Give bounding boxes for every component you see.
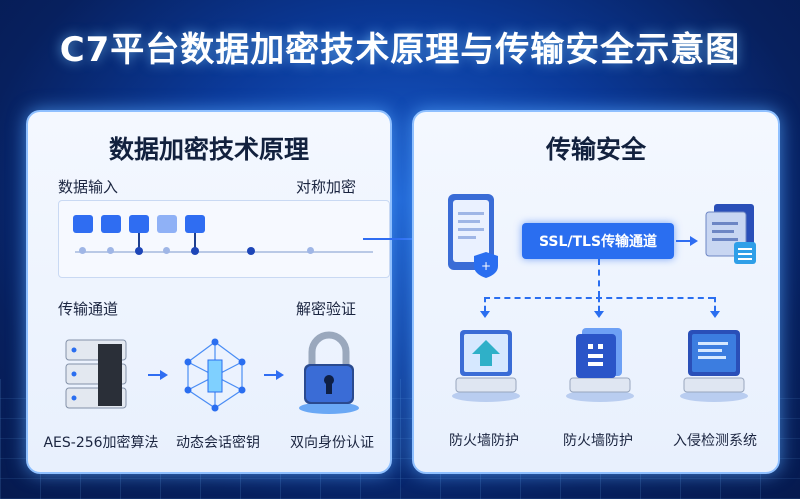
timeline-dot (79, 247, 86, 254)
transport-panel-title: 传输安全 (545, 135, 646, 164)
arrow-down (480, 311, 490, 318)
connector-line (194, 233, 196, 251)
encryption-panel-title: 数据加密技术原理 (108, 135, 309, 164)
arrow-down (710, 311, 720, 318)
caption-auth: 双向身份认证 (290, 435, 374, 451)
page-title: C7平台数据加密技术原理与传输安全示意图 (59, 30, 741, 70)
data-storage-icon (705, 204, 756, 264)
timeline-dot (307, 247, 314, 254)
firewall-server-icon (566, 328, 634, 402)
timeline-dot (191, 247, 199, 255)
channel-label: 传输通道 (58, 300, 119, 318)
data-block (129, 215, 149, 233)
server-icon (65, 339, 127, 409)
caption-intrusion-detection: 入侵检测系统 (673, 433, 757, 449)
caption-firewall-2: 防火墙防护 (563, 433, 633, 449)
document-device-icon: + (448, 194, 498, 278)
dashed-connector (484, 297, 486, 311)
svg-text:+: + (481, 259, 491, 273)
ssl-tls-channel: SSL/TLS传输通道 (522, 223, 674, 259)
session-key-network-icon (184, 338, 246, 412)
caption-firewall-1: 防火墙防护 (449, 433, 519, 449)
transport-panel: 传输安全 + SSL/TLS传输通道 (412, 110, 780, 474)
arrow-right (676, 236, 698, 246)
timeline-dot (107, 247, 114, 254)
dashed-connector (598, 297, 600, 311)
data-block (73, 215, 93, 233)
caption-aes: AES-256加密算法 (43, 435, 159, 451)
timeline-dot (135, 247, 143, 255)
timeline-line (75, 251, 373, 253)
connector-line (138, 233, 140, 251)
arrow-down (594, 311, 604, 318)
data-stream-box (58, 200, 390, 278)
data-input-label: 数据输入 (58, 178, 119, 196)
firewall-monitor-icon (452, 330, 520, 402)
timeline-dot (163, 247, 170, 254)
dashed-connector (598, 259, 600, 297)
data-block (185, 215, 205, 233)
arrow-right (264, 370, 284, 380)
intrusion-detection-icon (680, 330, 748, 402)
arrow-right (148, 370, 168, 380)
symmetric-encryption-label: 对称加密 (296, 178, 357, 196)
encryption-panel: 数据加密技术原理 数据输入 对称加密 传输通道 解密验证 (26, 110, 392, 474)
lock-icon (299, 331, 359, 414)
timeline-dot (247, 247, 255, 255)
dashed-connector (714, 297, 716, 311)
data-block (101, 215, 121, 233)
data-block (157, 215, 177, 233)
decrypt-label: 解密验证 (296, 300, 357, 318)
caption-session-key: 动态会话密钥 (176, 435, 260, 451)
